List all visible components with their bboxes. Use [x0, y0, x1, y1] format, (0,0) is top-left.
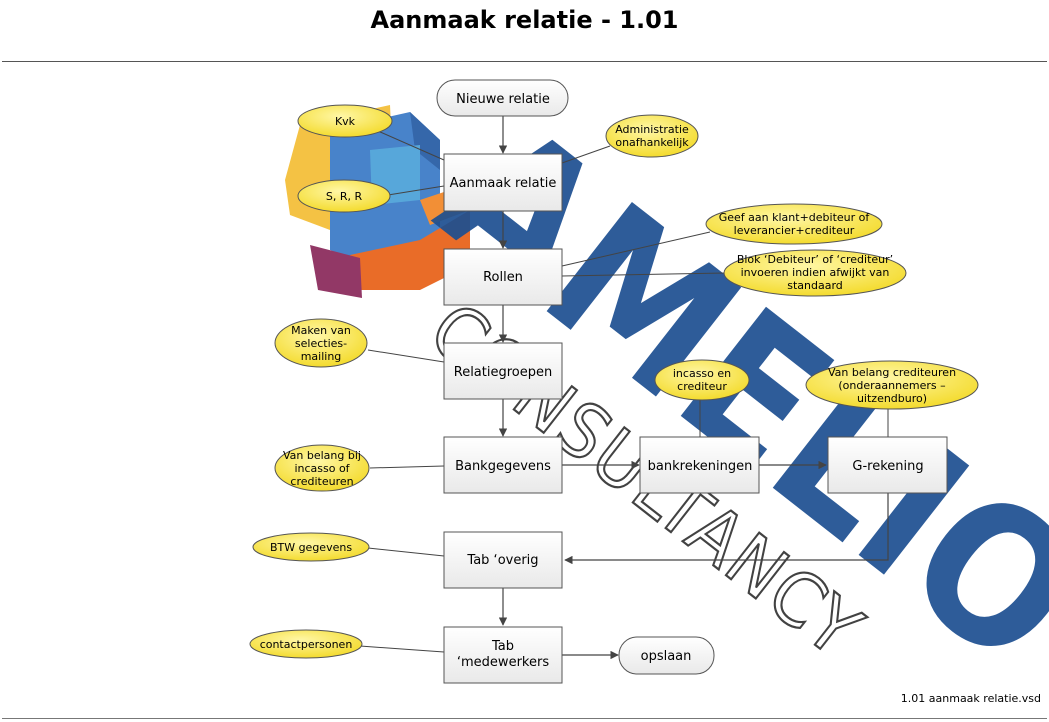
node-opslaan[interactable]: opslaan [618, 636, 715, 675]
note-selecties: Maken van selecties- mailing [274, 318, 368, 368]
note-van-belang-line3: uitzendburo) [857, 392, 927, 405]
leader-rollen2 [561, 272, 726, 277]
node-relatiegroepen-label: Relatiegroepen [454, 365, 552, 380]
node-start[interactable]: Nieuwe relatie [436, 79, 569, 117]
note-bankgegevens-line2: incasso of [294, 462, 350, 475]
note-rollen-blok: Blok ‘Debiteur’ of ‘crediteur’ invoeren … [723, 249, 907, 297]
page-title: Aanmaak relatie - 1.01 [370, 6, 679, 34]
note-btw-text: BTW gegevens [270, 541, 352, 554]
note-contactpersonen-text: contactpersonen [260, 638, 353, 651]
leader-contact [359, 645, 445, 653]
note-van-belang-line1: Van belang crediteuren [828, 366, 956, 379]
footer-divider [2, 718, 1047, 719]
node-bankrekeningen[interactable]: bankrekeningen [639, 436, 760, 494]
note-bankgegevens-line1: Van belang bij [283, 449, 361, 462]
note-incasso-line1: incasso en [673, 367, 731, 380]
note-rollen-blok-line2: invoeren indien afwijkt van [741, 266, 890, 279]
note-contactpersonen: contactpersonen [249, 629, 363, 659]
note-selecties-line3: mailing [301, 350, 342, 363]
note-srr-text: S, R, R [326, 190, 363, 203]
node-bankgegevens-label: Bankgegevens [455, 459, 551, 474]
node-bankgegevens[interactable]: Bankgegevens [443, 436, 563, 494]
node-aanmaak-relatie-label: Aanmaak relatie [450, 176, 557, 191]
leader-srr [387, 185, 445, 196]
node-tab-medewerkers[interactable]: Tab ‘medewerkers [443, 626, 563, 684]
node-bankrekeningen-label: bankrekeningen [648, 459, 753, 474]
note-bankgegevens-line3: crediteuren [290, 475, 353, 488]
node-tab-overig[interactable]: Tab ‘overig [443, 531, 563, 589]
connector-grekening-taboverig [564, 493, 889, 565]
note-srr: S, R, R [297, 179, 391, 213]
leader-bankbelang [369, 465, 445, 469]
note-rollen-blok-line3: standaard [787, 279, 843, 292]
node-tab-overig-label: Tab ‘overig [466, 553, 538, 568]
node-rollen-label: Rollen [483, 270, 523, 285]
note-selecties-line2: selecties- [295, 337, 347, 350]
note-rollen-klant-line2: leverancier+crediteur [734, 224, 855, 237]
note-bankgegevens-belang: Van belang bij incasso of crediteuren [274, 444, 370, 492]
file-name-footer: 1.01 aanmaak relatie.vsd [900, 692, 1041, 705]
leader-btw [367, 547, 445, 557]
note-rollen-klant-line1: Geef aan klant+debiteur of [719, 211, 871, 224]
note-rollen-blok-line1: Blok ‘Debiteur’ of ‘crediteur’ [737, 253, 893, 266]
leader-selecties [367, 349, 445, 363]
node-start-label: Nieuwe relatie [456, 92, 550, 107]
node-tab-medewerkers-label-line2: ‘medewerkers [457, 655, 549, 670]
node-g-rekening[interactable]: G-rekening [827, 436, 948, 494]
node-opslaan-label: opslaan [641, 649, 692, 664]
note-btw: BTW gegevens [252, 532, 370, 562]
note-administratie-line2: onafhankelijk [615, 136, 689, 149]
note-administratie-line1: Administratie [615, 123, 689, 136]
note-van-belang-crediteuren: Van belang crediteuren (onderaannemers –… [805, 360, 979, 410]
node-relatiegroepen[interactable]: Relatiegroepen [443, 342, 563, 400]
leader-rollen1 [561, 231, 711, 267]
logo-blue-side [410, 112, 440, 170]
logo-purple-face [310, 245, 362, 298]
note-selecties-line1: Maken van [291, 324, 351, 337]
note-van-belang-line2: (onderaannemers – [838, 379, 945, 392]
node-tab-medewerkers-label-line1: Tab [491, 639, 514, 654]
logo-orange-face [350, 210, 470, 290]
header-divider [2, 61, 1047, 62]
callout-leaders [359, 123, 889, 653]
node-aanmaak-relatie[interactable]: Aanmaak relatie [443, 153, 563, 212]
note-administratie: Administratie onafhankelijk [605, 114, 699, 158]
note-incasso: incasso en crediteur [654, 359, 750, 401]
note-kvk: Kvk [297, 104, 393, 138]
note-rollen-klant: Geef aan klant+debiteur of leverancier+c… [705, 203, 883, 245]
leader-admin [561, 145, 611, 164]
note-incasso-line2: crediteur [677, 380, 727, 393]
flow-connectors [498, 116, 889, 660]
note-kvk-text: Kvk [335, 115, 356, 128]
node-g-rekening-label: G-rekening [852, 459, 923, 474]
node-rollen[interactable]: Rollen [443, 248, 563, 306]
